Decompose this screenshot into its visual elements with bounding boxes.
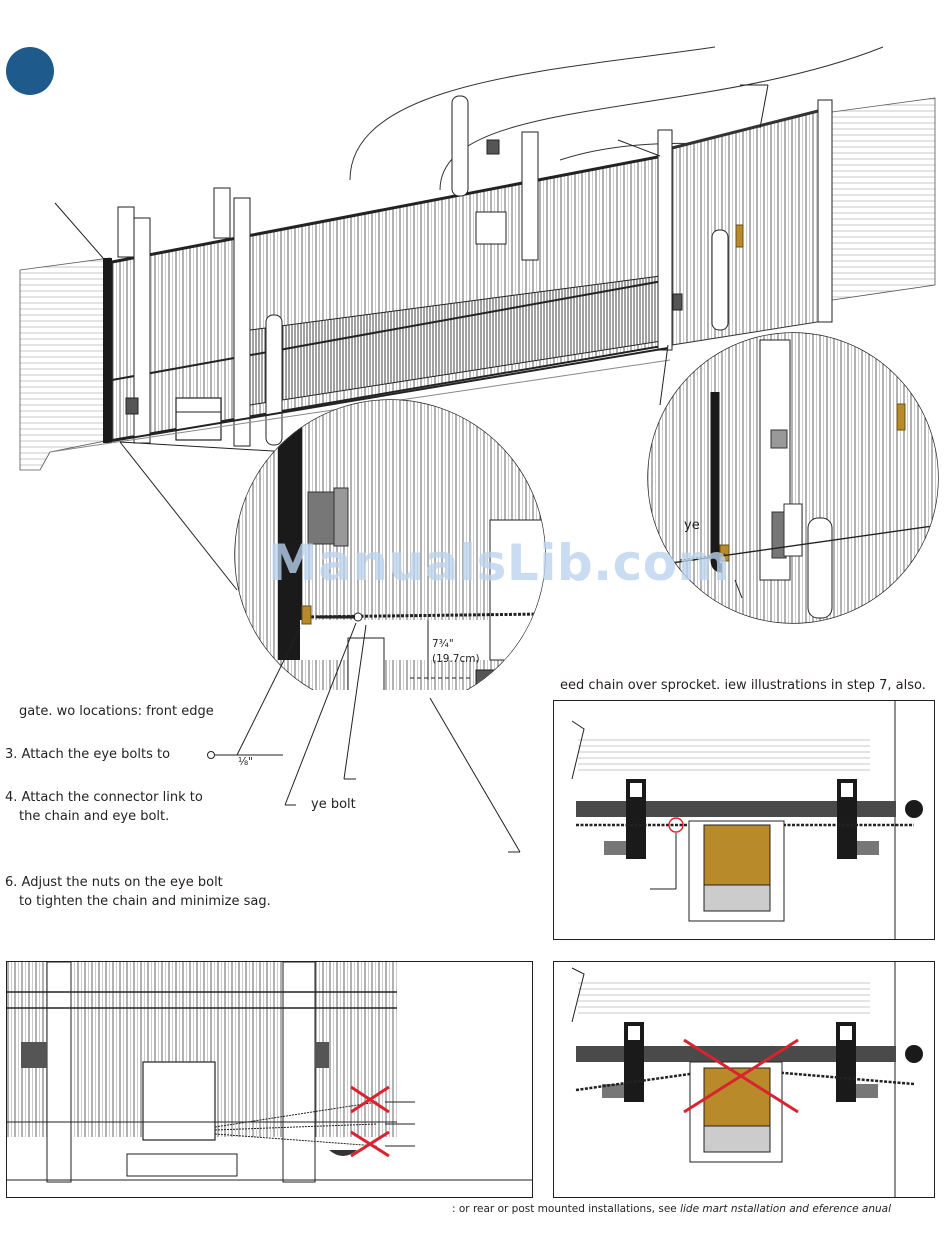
footer-note: : or rear or post mounted installations,… [452, 1203, 891, 1215]
top-view-correct-panel [553, 700, 935, 940]
top-view-incorrect-panel [553, 961, 935, 1198]
dimension-label: 7¾" [432, 638, 454, 650]
callout-leaders [207, 622, 521, 853]
front-view-panel [6, 961, 533, 1198]
step-number-badge [6, 47, 54, 95]
instruction-step-3: 3. Attach the eye bolts to [5, 747, 171, 762]
gate-installation-illustration [19, 46, 939, 690]
feed-chain-note: eed chain over sprocket. iew illustratio… [560, 678, 926, 693]
footer-lead: : or rear or post mounted installations,… [452, 1203, 677, 1215]
footer-manual-link: lide mart nstallation and eference anual [680, 1203, 892, 1215]
instruction-gate-line: gate. wo locations: front edge [19, 704, 214, 719]
watermark: ManualsLib.com [268, 534, 731, 592]
instruction-step-4-continued: the chain and eye bolt. [19, 809, 170, 824]
instruction-step-4: 4. Attach the connector link to [5, 790, 203, 805]
instruction-step-6-continued: to tighten the chain and minimize sag. [19, 894, 271, 909]
eye-callout-label: ye [684, 518, 700, 533]
instruction-step-6: 6. Adjust the nuts on the eye bolt [5, 875, 223, 890]
eye-bolt-label: ye bolt [311, 797, 356, 812]
dimension-metric-label: (19.7cm) [432, 653, 480, 665]
gap-fraction-label: ⅛" [238, 756, 254, 768]
